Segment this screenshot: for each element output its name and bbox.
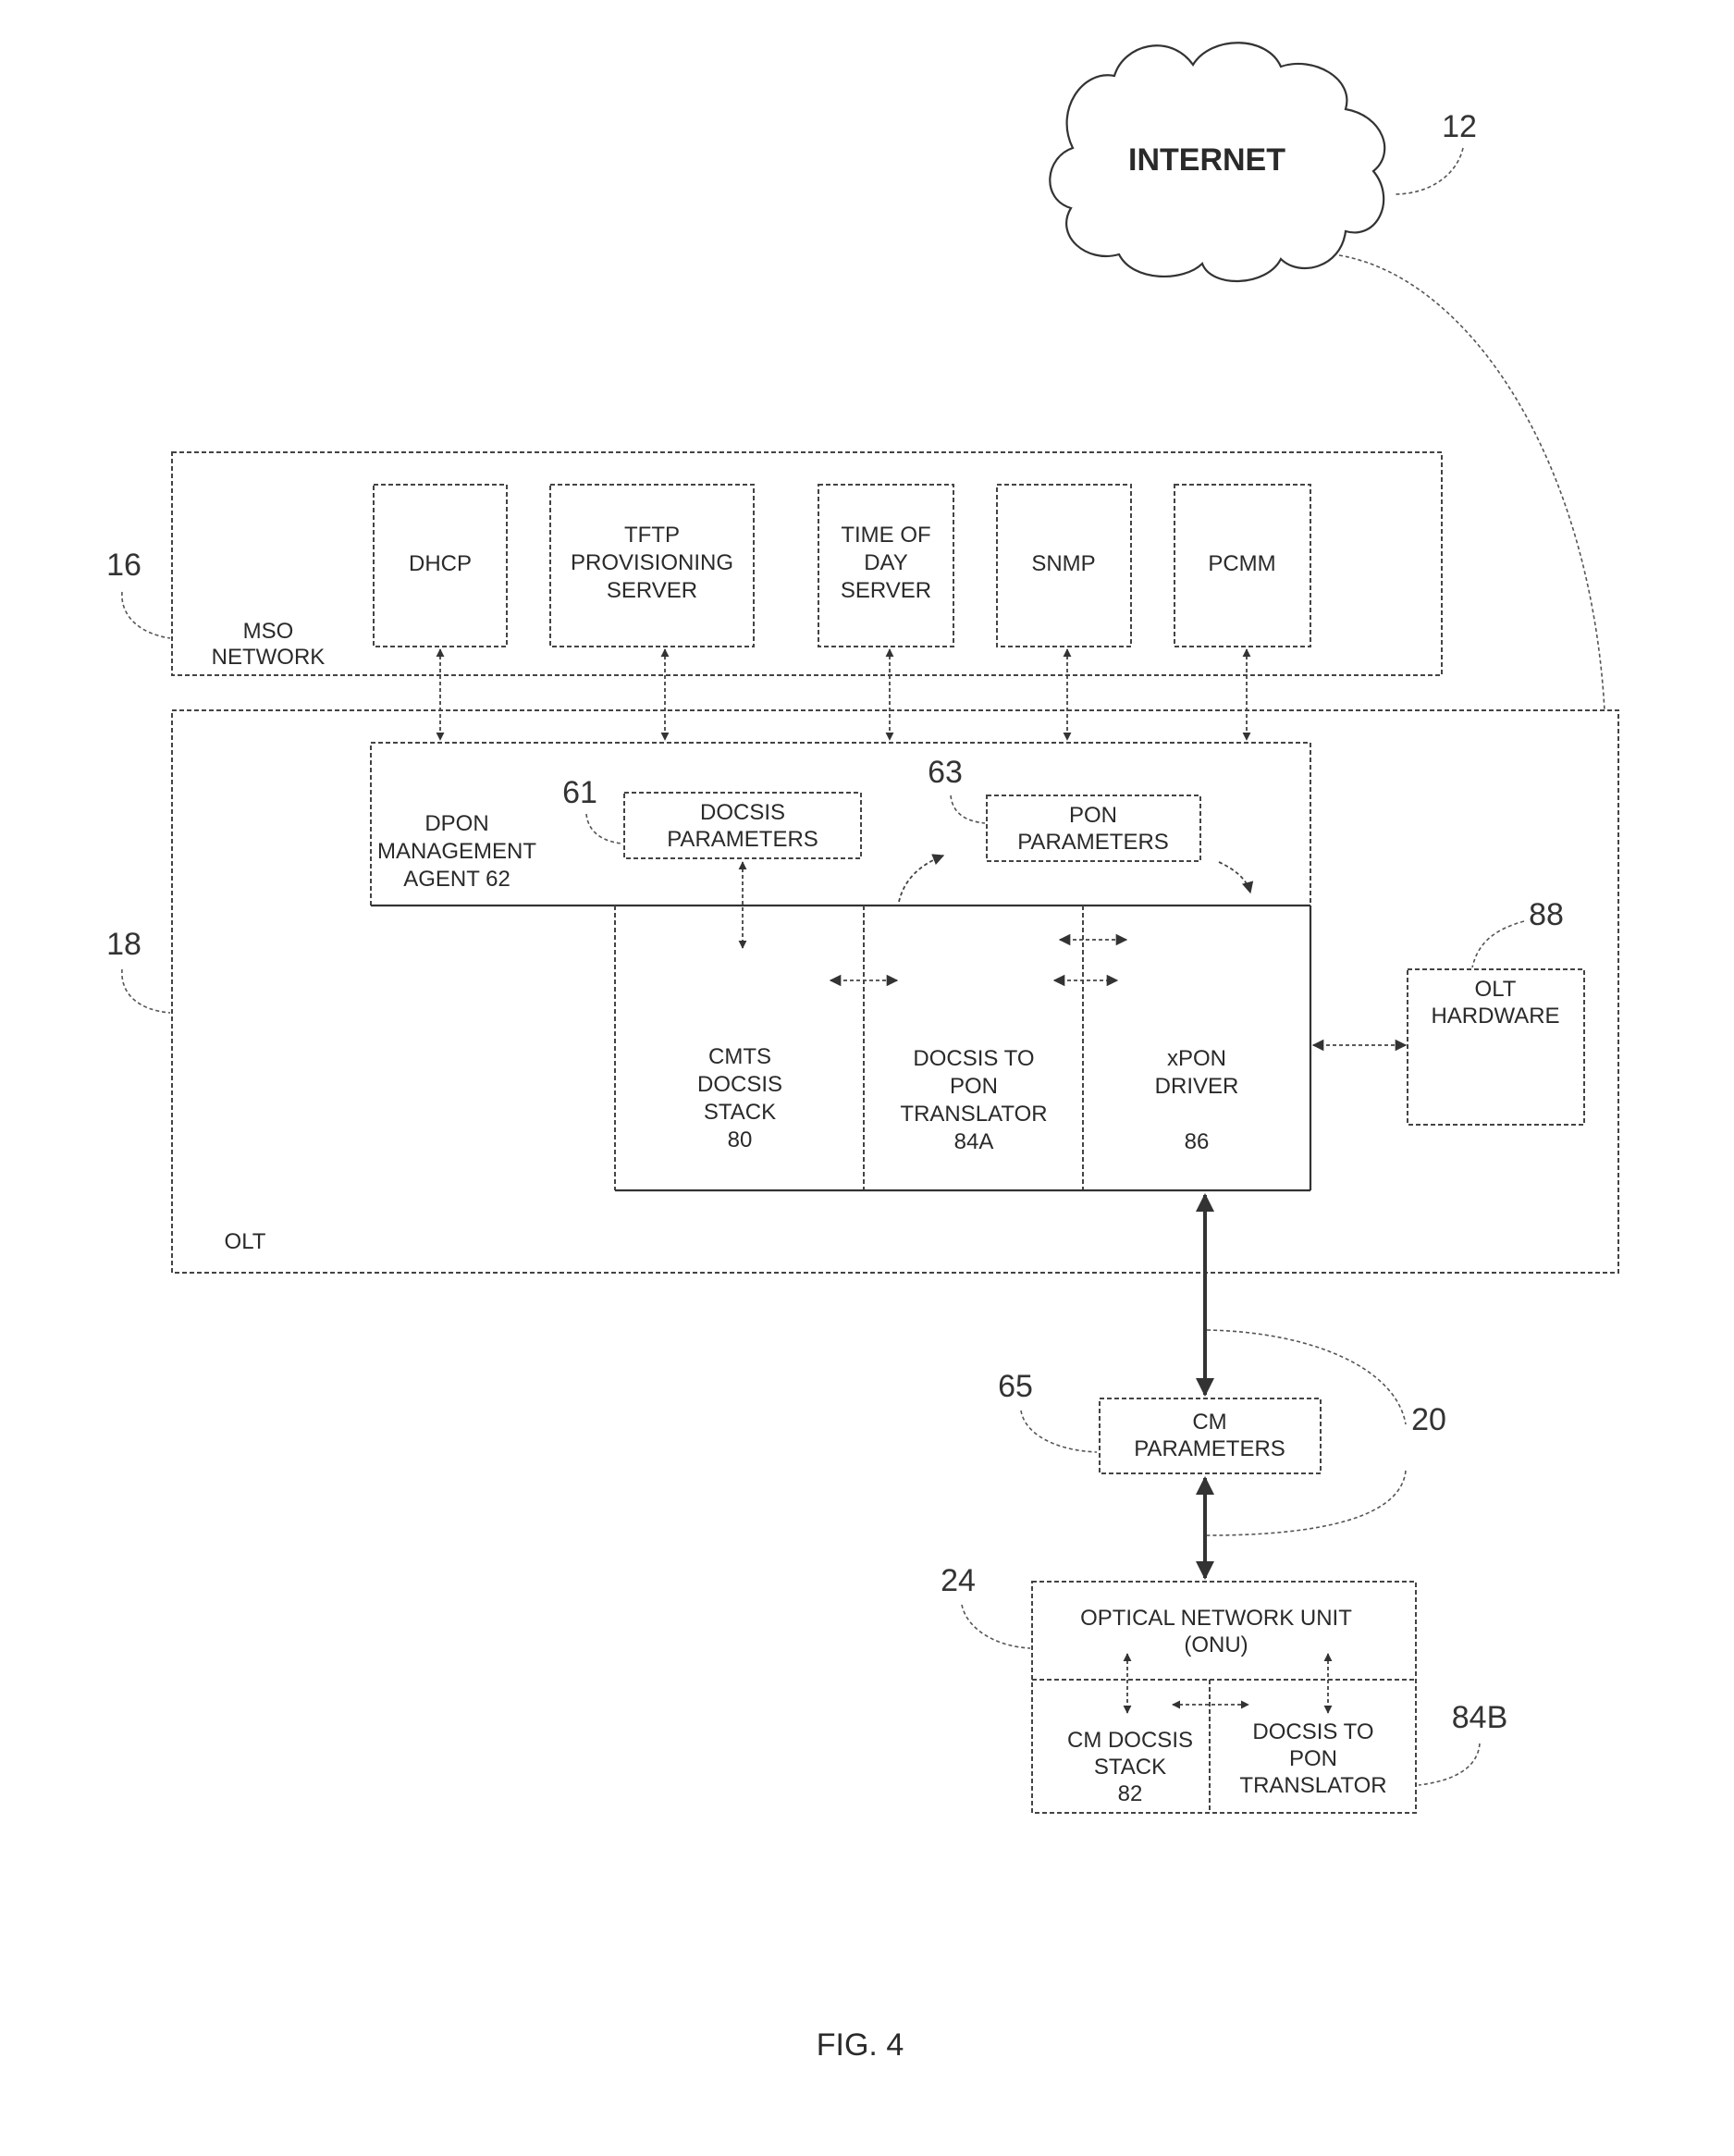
pcmm-label: PCMM [1208,551,1275,576]
cm-parameters: CM PARAMETERS [1100,1398,1321,1473]
ref-63: 63 [928,755,963,790]
ref-24: 24 [941,1563,976,1598]
olt-box [172,710,1618,1273]
translator-84a-label-4: 84A [954,1129,994,1154]
cmts-label-2: DOCSIS [697,1072,782,1097]
internet-cloud: INTERNET [1050,43,1384,281]
tftp-server: TFTP PROVISIONING SERVER [550,485,754,647]
dpon-label-3: AGENT 62 [403,867,510,892]
dhcp-server: DHCP [374,485,507,647]
internet-label: INTERNET [1128,142,1285,178]
leader-63 [951,795,985,823]
tod-label-3: SERVER [841,578,931,603]
cm-stack-label-3: 82 [1118,1781,1143,1806]
onu-label-2: (ONU) [1184,1632,1248,1657]
pcmm-server: PCMM [1174,485,1310,647]
translator-84a-label-3: TRANSLATOR [900,1102,1047,1127]
leader-12 [1395,148,1463,194]
cmts-label-3: STACK [704,1100,776,1125]
onu-label-1: OPTICAL NETWORK UNIT [1080,1606,1352,1631]
docsis-to-pon-translator-84b: DOCSIS TO PON TRANSLATOR [1239,1719,1386,1798]
cmts-label-1: CMTS [708,1044,771,1069]
tftp-label-3: SERVER [607,578,697,603]
tftp-label-1: TFTP [624,523,680,548]
docsis-params-label-2: PARAMETERS [667,827,818,852]
figure-caption: FIG. 4 [817,2027,904,2063]
xpon-label-1: xPON [1167,1046,1226,1071]
ref-16: 16 [106,548,141,583]
leader-61 [586,814,622,844]
pon-params-label-1: PON [1069,803,1117,828]
cmts-docsis-stack: CMTS DOCSIS STACK 80 [697,1044,782,1152]
leader-20 [1207,1330,1406,1535]
docsis-to-pon-translator-84a: DOCSIS TO PON TRANSLATOR 84A [900,1046,1047,1154]
cm-params-label-2: PARAMETERS [1134,1436,1285,1461]
cm-params-label-1: CM [1192,1410,1226,1435]
translator-84b-label-3: TRANSLATOR [1239,1773,1386,1798]
ref-88: 88 [1529,897,1564,932]
pon-params-label-2: PARAMETERS [1017,830,1169,855]
xpon-driver: xPON DRIVER 86 [1155,1046,1239,1154]
dpon-label-1: DPON [424,811,488,836]
leader-65 [1021,1411,1097,1452]
ref-12: 12 [1442,109,1477,144]
cmts-label-4: 80 [728,1127,753,1152]
xpon-label-4: 86 [1185,1129,1210,1154]
leader-18 [122,969,170,1013]
xpon-label-2: DRIVER [1155,1074,1239,1099]
ref-20: 20 [1411,1402,1446,1437]
olt-hardware: OLT HARDWARE [1408,969,1584,1125]
snmp-label: SNMP [1031,551,1095,576]
pon-to-driver-arrow [1219,862,1250,893]
cm-stack-label-1: CM DOCSIS [1067,1728,1193,1753]
mso-network-label-1: MSO [243,619,294,644]
translator-84a-label-1: DOCSIS TO [913,1046,1034,1071]
olt-hw-label-2: HARDWARE [1431,1004,1559,1029]
olt-hw-label-1: OLT [1475,977,1517,1002]
olt-label: OLT [225,1229,266,1254]
dhcp-label: DHCP [409,551,472,576]
translator-84b-label-1: DOCSIS TO [1252,1719,1373,1744]
translator-84a-label-2: PON [950,1074,998,1099]
tod-label-2: DAY [864,550,908,575]
dpon-management-agent: DPON MANAGEMENT AGENT 62 [371,743,1310,906]
translator-to-pon-arrow [899,856,943,902]
snmp-server: SNMP [997,485,1131,647]
tftp-label-2: PROVISIONING [571,550,733,575]
translator-84b-label-2: PON [1289,1746,1337,1771]
internet-olt-link [1339,255,1605,710]
leader-88 [1472,921,1524,967]
leader-16 [122,592,170,638]
ref-61: 61 [562,775,597,810]
ref-18: 18 [106,927,141,962]
mso-network-label-2: NETWORK [212,645,326,670]
cm-docsis-stack: CM DOCSIS STACK 82 [1067,1728,1193,1806]
dpon-label-2: MANAGEMENT [377,839,536,864]
ref-84b: 84B [1452,1700,1508,1735]
docsis-params-label-1: DOCSIS [700,800,785,825]
ref-65: 65 [998,1369,1033,1404]
cm-stack-label-2: STACK [1094,1755,1166,1780]
tod-label-1: TIME OF [841,523,930,548]
docsis-parameters: DOCSIS PARAMETERS [624,793,861,858]
pon-parameters: PON PARAMETERS [987,795,1200,861]
leader-84b [1419,1743,1480,1785]
time-of-day-server: TIME OF DAY SERVER [818,485,953,647]
leader-24 [962,1605,1030,1648]
